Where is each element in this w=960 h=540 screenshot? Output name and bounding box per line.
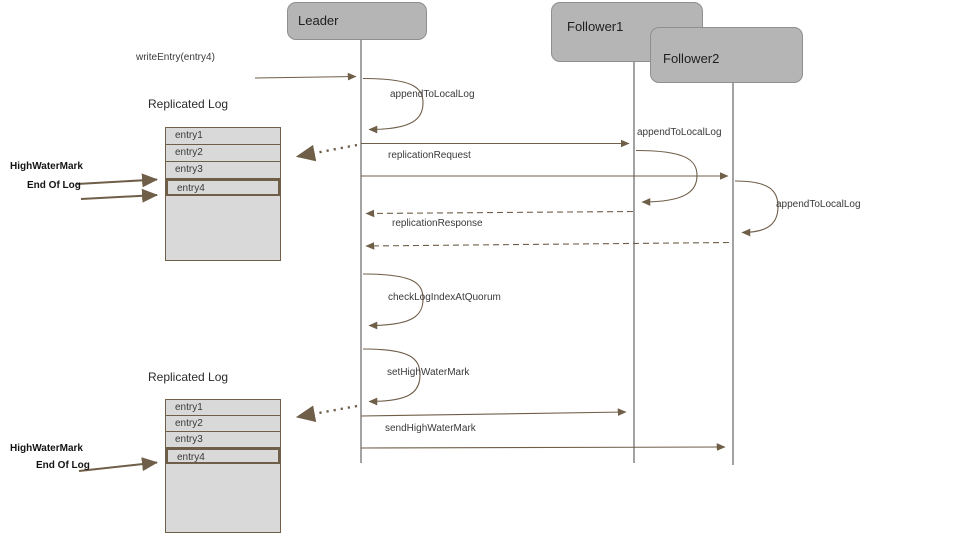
- append-leader-label: appendToLocalLog: [390, 89, 475, 100]
- hwm-pointer-label-bottom: HighWaterMark: [10, 443, 83, 454]
- append-follower2-label: appendToLocalLog: [776, 199, 861, 210]
- replication-response-arrow-f2: [365, 241, 730, 250]
- log-entry: entry1: [166, 128, 280, 145]
- send-hwm-label: sendHighWaterMark: [385, 423, 476, 434]
- replicated-log-title-top: Replicated Log: [148, 97, 229, 111]
- log-entry: entry2: [166, 145, 280, 162]
- log-update-dotted-arrow-bottom: [295, 404, 358, 423]
- log-entry: entry3: [166, 432, 280, 448]
- eol-pointer-label-bottom: End Of Log: [36, 460, 90, 471]
- eol-pointer-arrow-bottom: [78, 457, 158, 472]
- replication-request-label: replicationRequest: [388, 150, 471, 161]
- write-entry-arrow: [254, 72, 357, 81]
- log-entry: entry3: [166, 162, 280, 179]
- actor-follower1-label: Follower1: [567, 19, 624, 34]
- replicated-log-table-bottom: entry1 entry2 entry3 entry4: [165, 399, 281, 533]
- hwm-pointer-arrow-top: [76, 173, 158, 188]
- replicated-log-table-top: entry1 entry2 entry3 entry4: [165, 127, 281, 261]
- send-hwm-arrow-f1: [360, 408, 627, 417]
- log-entry: entry1: [166, 400, 280, 416]
- actor-leader-label: Leader: [298, 13, 339, 28]
- log-entry-highlighted: entry4: [166, 448, 280, 464]
- actor-follower2: Follower2: [650, 27, 803, 83]
- follower2-append-self-loop: [734, 180, 779, 237]
- check-quorum-self-loop: [362, 273, 424, 330]
- send-hwm-arrow-f2: [360, 443, 726, 451]
- eol-pointer-arrow-top: [80, 188, 158, 203]
- check-quorum-label: checkLogIndexAtQuorum: [388, 292, 501, 303]
- log-update-dotted-arrow-top: [295, 143, 358, 162]
- log-entry: entry2: [166, 416, 280, 432]
- leader-append-self-loop: [362, 77, 424, 134]
- set-hwm-self-loop: [362, 348, 421, 406]
- hwm-pointer-label-top: HighWaterMark: [10, 161, 83, 172]
- write-entry-label: writeEntry(entry4): [136, 52, 215, 63]
- replication-response-arrow-f1: [365, 209, 634, 218]
- actor-follower2-label: Follower2: [663, 51, 720, 66]
- set-hwm-label: setHighWaterMark: [387, 367, 470, 378]
- eol-pointer-label-top: End Of Log: [27, 180, 81, 191]
- log-entry-highlighted: entry4: [166, 179, 280, 196]
- actor-leader: Leader: [287, 2, 427, 40]
- follower1-append-self-loop: [635, 149, 698, 206]
- actor-follower1: Follower1: [551, 2, 703, 62]
- replication-response-label: replicationResponse: [392, 218, 483, 229]
- replicated-log-title-bottom: Replicated Log: [148, 370, 229, 384]
- append-follower1-label: appendToLocalLog: [637, 127, 722, 138]
